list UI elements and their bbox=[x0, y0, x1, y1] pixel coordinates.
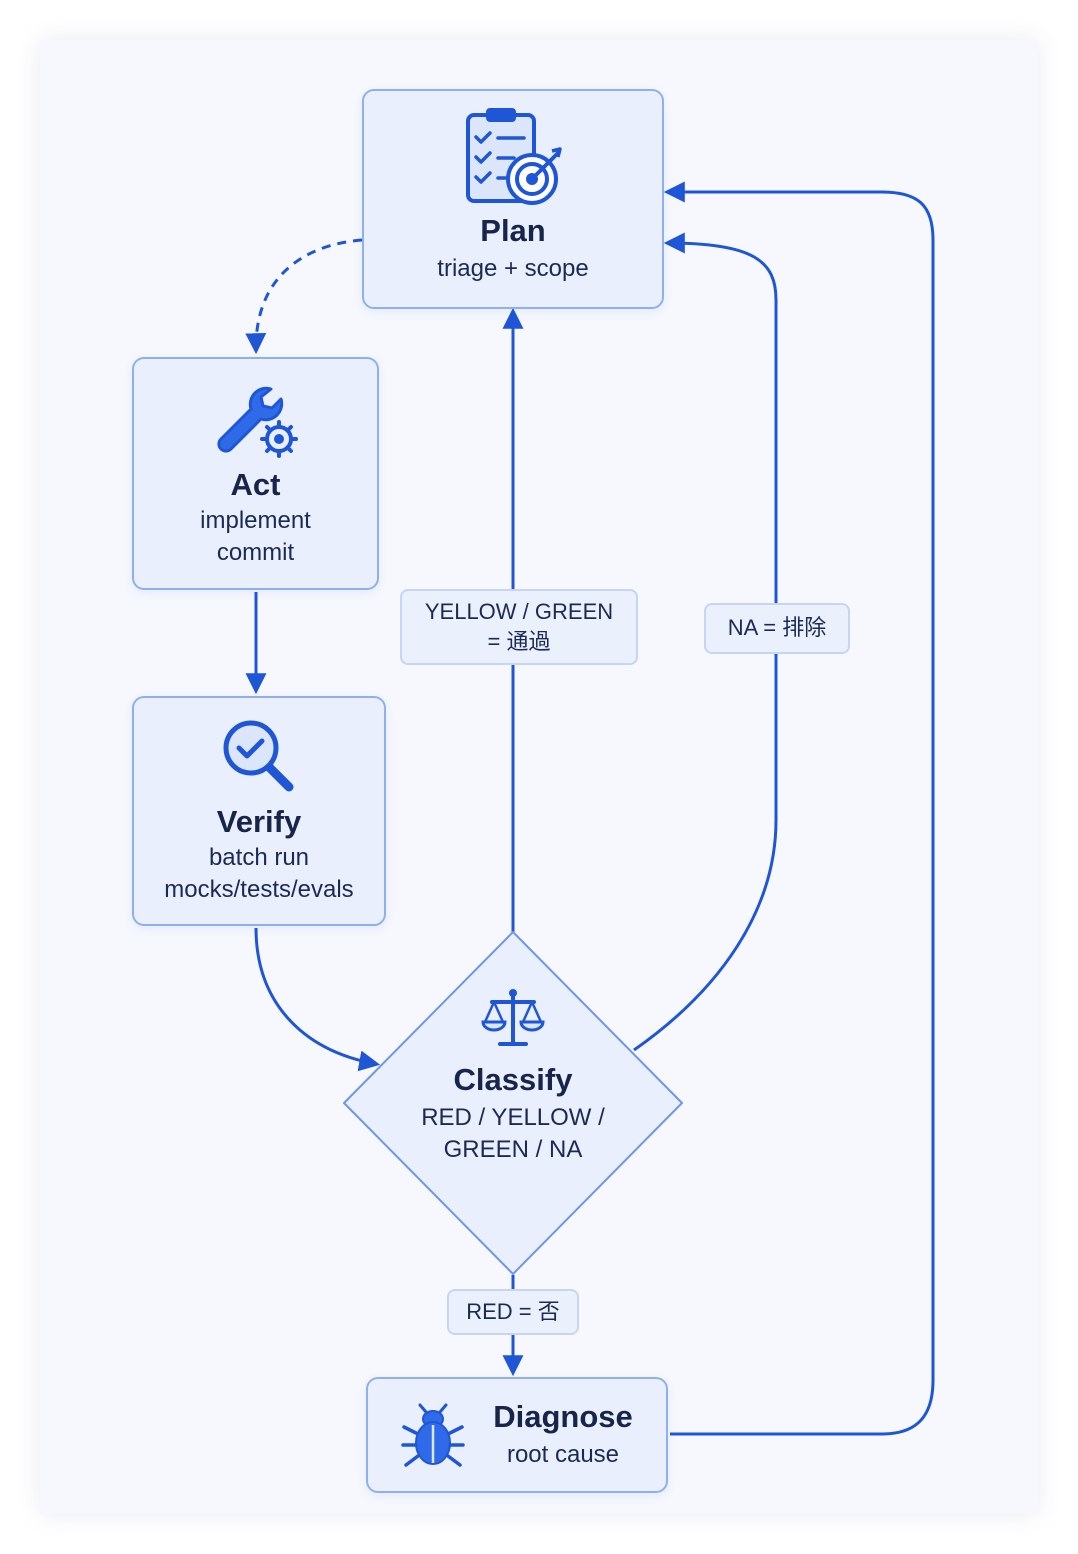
verify-subtitle-line2: mocks/tests/evals bbox=[164, 876, 354, 903]
classify-node: Classify RED / YELLOW / GREEN / NA bbox=[413, 986, 613, 1166]
diagnose-title: Diagnose bbox=[493, 1399, 633, 1434]
act-node: Act implement commit bbox=[132, 357, 379, 590]
edge-label-red-text: RED = 否 bbox=[466, 1299, 560, 1324]
edge-label-na: NA = 排除 bbox=[704, 603, 850, 654]
classify-diamond bbox=[343, 931, 683, 1275]
verify-node: Verify batch run mocks/tests/evals bbox=[132, 696, 386, 926]
plan-subtitle: triage + scope bbox=[437, 255, 589, 282]
magnifier-check-icon bbox=[223, 720, 294, 792]
edge-verify-classify bbox=[254, 927, 381, 1072]
bug-icon bbox=[401, 1403, 465, 1467]
edge-label-pass-line1: YELLOW / GREEN bbox=[424, 599, 614, 624]
scales-icon bbox=[481, 989, 545, 1046]
edge-plan-act bbox=[245, 238, 363, 355]
edge-label-na-text: NA = 排除 bbox=[727, 615, 827, 640]
diagnose-subtitle: root cause bbox=[506, 1441, 620, 1468]
plan-node: Plan triage + scope bbox=[362, 89, 664, 309]
edge-label-red: RED = 否 bbox=[447, 1289, 579, 1335]
classify-subtitle-line1: RED / YELLOW / bbox=[421, 1104, 605, 1131]
edge-label-pass-line2: = 通過 bbox=[487, 629, 551, 654]
classify-title: Classify bbox=[453, 1062, 573, 1097]
clipboard-target-icon bbox=[466, 108, 562, 205]
plan-title: Plan bbox=[480, 213, 546, 248]
act-title: Act bbox=[230, 467, 281, 502]
wrench-gear-icon bbox=[216, 386, 298, 458]
diagnose-node: Diagnose root cause bbox=[366, 1377, 668, 1493]
edge-label-pass: YELLOW / GREEN = 通過 bbox=[400, 589, 638, 665]
verify-subtitle-line1: batch run bbox=[208, 844, 310, 871]
edge-diagnose-plan bbox=[663, 181, 935, 1436]
verify-title: Verify bbox=[216, 804, 302, 839]
classify-subtitle-line2: GREEN / NA bbox=[443, 1136, 583, 1163]
act-subtitle-line1: implement bbox=[200, 507, 311, 534]
edge-classify-plan-na bbox=[633, 232, 778, 1052]
act-subtitle-line2: commit bbox=[216, 539, 295, 566]
